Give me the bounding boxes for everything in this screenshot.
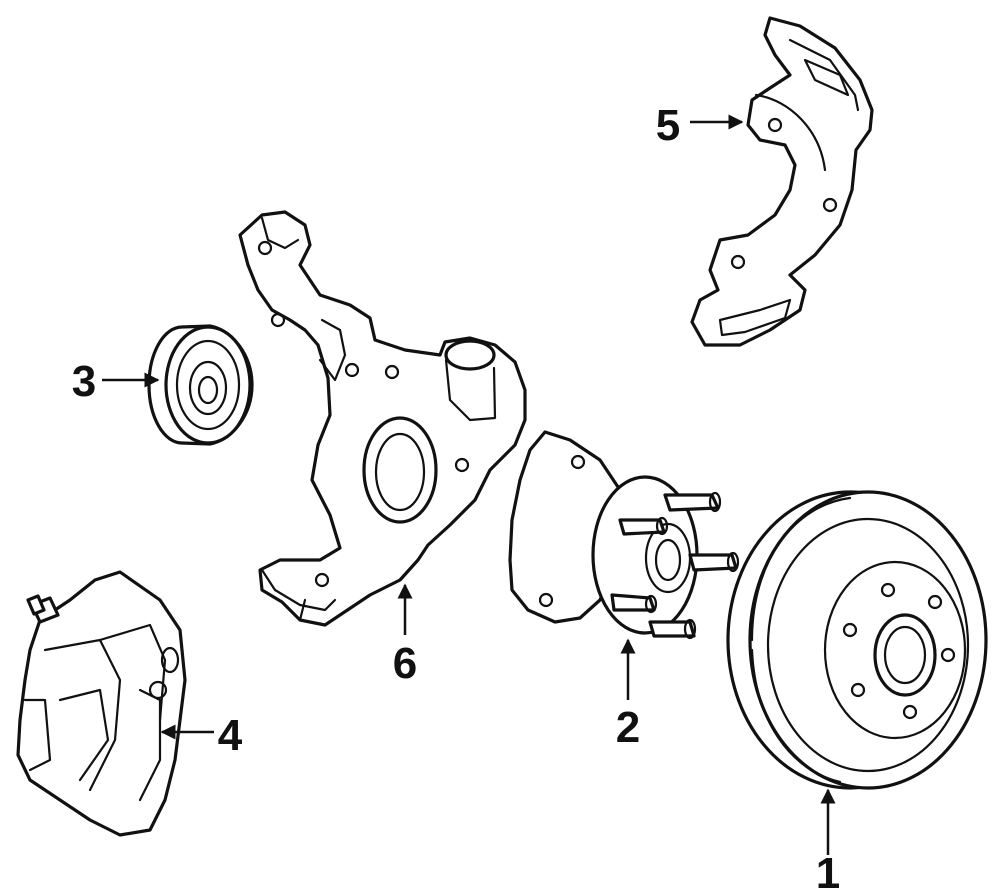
brake-caliper-part bbox=[16, 570, 187, 837]
wheel-hub-part bbox=[508, 430, 740, 640]
callout-labels: 1 2 3 4 5 6 bbox=[72, 101, 840, 893]
brake-rotor-part bbox=[726, 490, 988, 790]
callout-1: 1 bbox=[816, 849, 840, 893]
steering-knuckle-part bbox=[238, 210, 527, 627]
callout-5: 5 bbox=[656, 101, 680, 150]
callout-2: 2 bbox=[616, 703, 640, 752]
callout-6: 6 bbox=[393, 639, 417, 688]
splash-shield-part bbox=[690, 16, 874, 347]
leader-lines bbox=[102, 114, 836, 855]
callout-3: 3 bbox=[72, 357, 96, 406]
wheel-bearing-part bbox=[147, 324, 254, 446]
callout-4: 4 bbox=[218, 711, 243, 760]
